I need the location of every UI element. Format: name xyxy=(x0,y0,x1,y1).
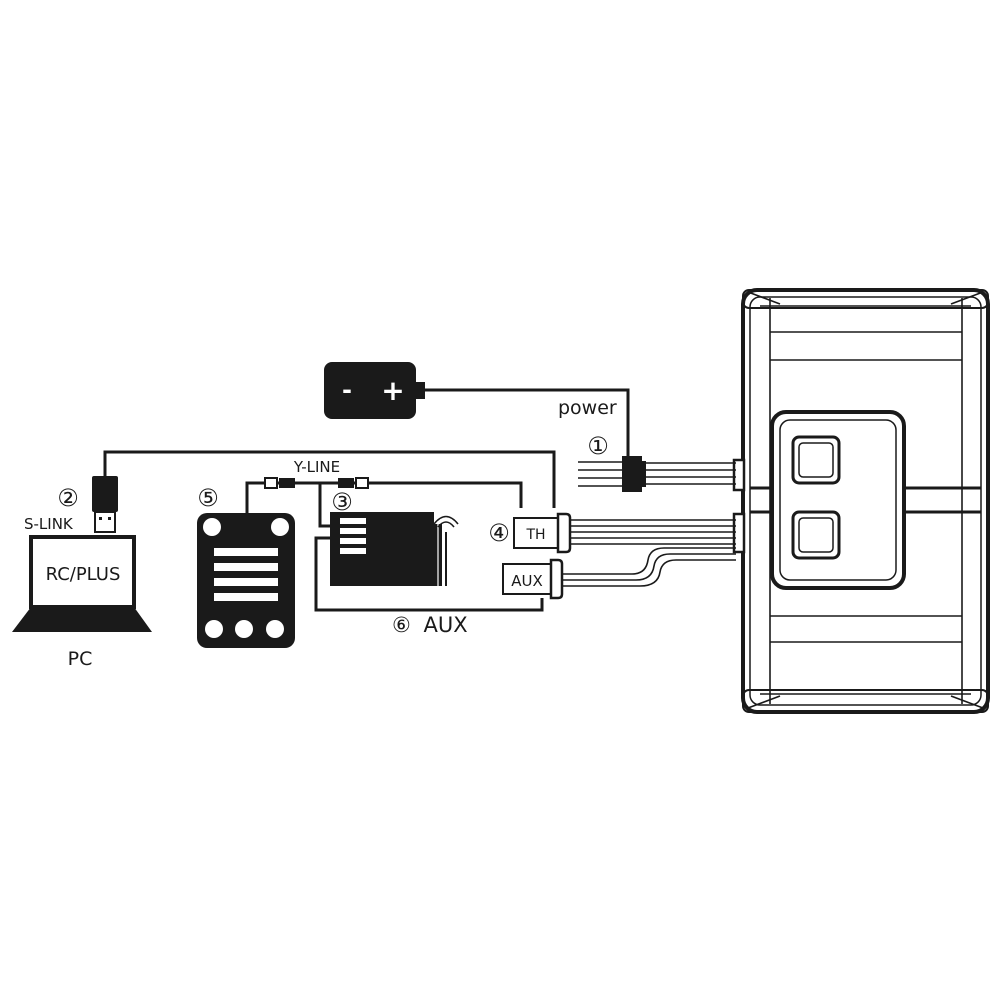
pc-label: PC xyxy=(68,648,93,670)
rc-plus-label: RC/PLUS xyxy=(46,564,121,585)
marker-1: ① xyxy=(587,432,609,460)
aux-line-text: AUX xyxy=(424,613,468,637)
receiver xyxy=(330,512,447,586)
esc-unit xyxy=(732,288,990,714)
marker-4: ④ xyxy=(488,519,510,547)
battery: - + xyxy=(324,362,425,419)
wireless-signal-icon xyxy=(433,515,459,528)
esc-button-upper xyxy=(791,435,841,485)
y-line-wire xyxy=(245,481,523,515)
aux-line-label: ⑥ AUX xyxy=(392,613,468,637)
s-link-wire xyxy=(103,450,556,508)
marker-6: ⑥ xyxy=(392,613,411,637)
usb-plug xyxy=(92,476,118,533)
s-link-label: S-LINK xyxy=(24,515,74,533)
th-connector: TH xyxy=(513,512,736,554)
power-label: power xyxy=(558,397,617,419)
aux-port-label: AUX xyxy=(511,572,543,590)
battery-minus-sign: - xyxy=(342,376,352,404)
laptop-icon: RC/PLUS xyxy=(12,535,152,632)
power-wire xyxy=(425,388,630,457)
esc-button-lower xyxy=(791,510,841,560)
power-connector xyxy=(578,456,736,492)
marker-2: ② xyxy=(57,484,79,512)
program-card xyxy=(197,513,295,648)
th-label: TH xyxy=(525,527,545,543)
y-line-label: Y-LINE xyxy=(293,458,340,476)
receiver-y-line-lead xyxy=(318,483,330,528)
aux-connector: AUX xyxy=(502,547,736,600)
battery-plus-sign: + xyxy=(381,374,404,407)
aux-line-wire xyxy=(314,536,544,612)
marker-5: ⑤ xyxy=(197,484,219,512)
marker-3: ③ xyxy=(331,488,353,516)
